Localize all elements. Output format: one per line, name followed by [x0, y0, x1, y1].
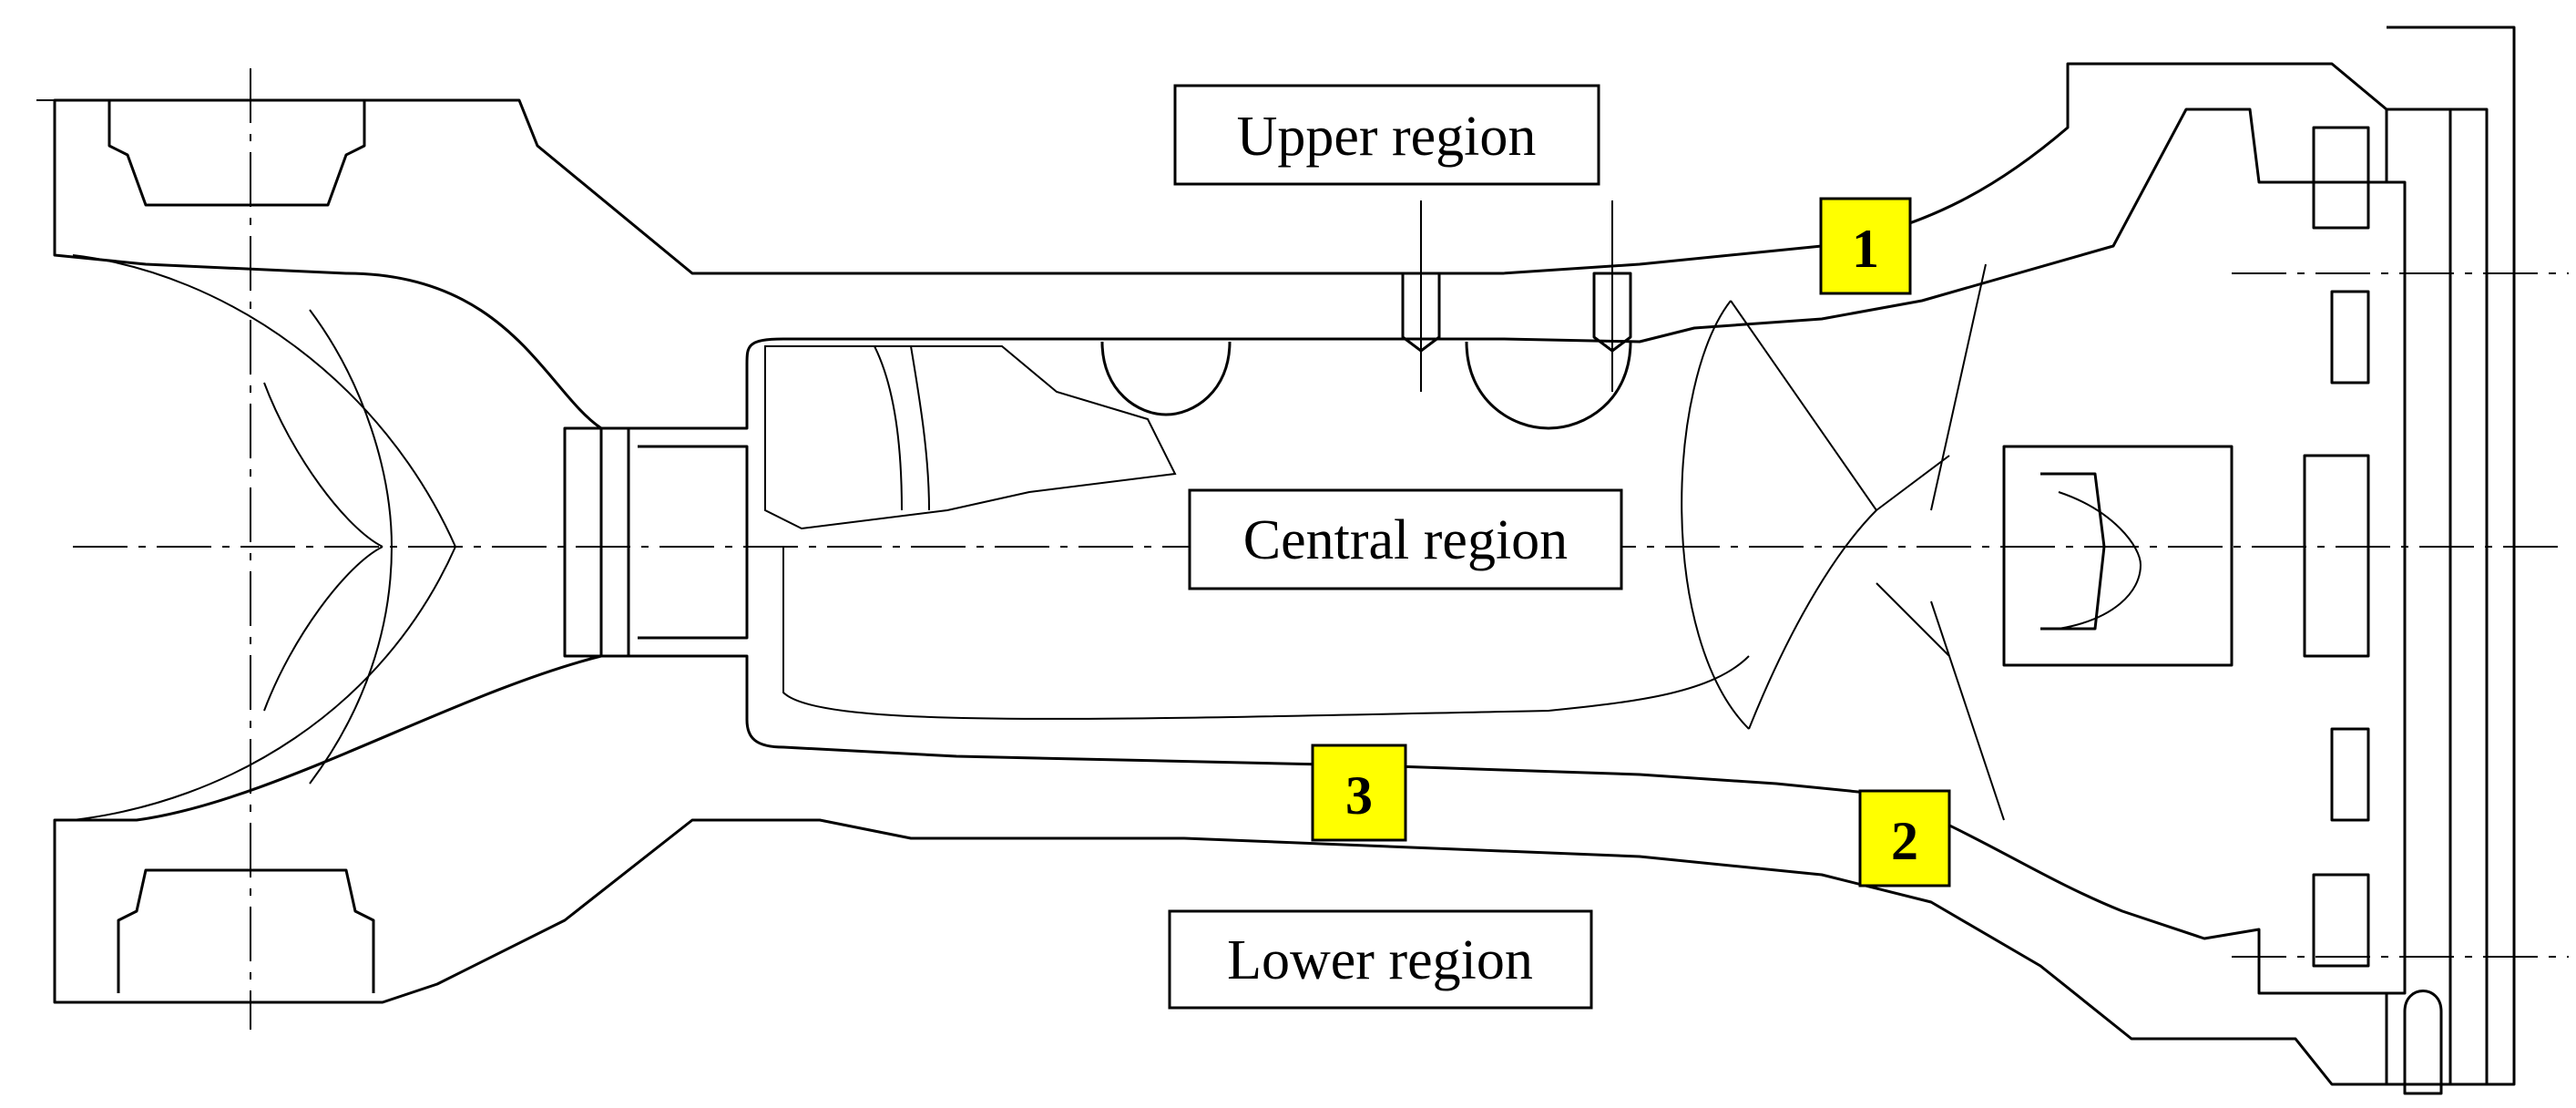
upper-bushing-recess — [107, 100, 366, 207]
svg-text:Lower region: Lower region — [1227, 929, 1533, 991]
flange-inner — [2303, 126, 2370, 968]
svg-text:2: 2 — [1891, 811, 1918, 871]
hub-block — [2002, 445, 2234, 667]
svg-text:Central region: Central region — [1243, 509, 1568, 571]
upper-region-label: Upper region — [1173, 84, 1600, 186]
svg-text:3: 3 — [1345, 765, 1373, 826]
inner-cavity-lines — [874, 345, 930, 511]
marker-3: 3 — [1311, 744, 1407, 842]
flange-section — [2385, 108, 2452, 1086]
upper-cutout-2 — [1465, 341, 1632, 430]
yoke-inner-contour — [72, 254, 457, 821]
inner-cavity-lower — [782, 547, 1750, 720]
bore-step — [563, 426, 749, 658]
marker-1: 1 — [1819, 197, 1912, 295]
marker-2: 2 — [1858, 789, 1951, 887]
upper-wall-section — [53, 62, 2388, 430]
yoke-inner-contour-3 — [263, 382, 383, 712]
lower-bushing-recess — [117, 868, 375, 993]
flange-outline — [2387, 26, 2516, 1086]
svg-text:1: 1 — [1852, 219, 1879, 279]
cavity-web — [1681, 263, 2005, 821]
flange-bolt — [2403, 990, 2443, 1095]
svg-text:Upper region: Upper region — [1237, 106, 1537, 168]
central-region-label: Central region — [1188, 488, 1623, 590]
lower-wall-section — [53, 654, 2388, 1086]
hub-detail — [2058, 491, 2142, 630]
upper-cutout-1 — [1100, 341, 1232, 416]
upper-bolt-hole-1 — [1401, 272, 1441, 353]
lower-region-label: Lower region — [1168, 909, 1593, 1010]
bolt-axes — [1420, 200, 1613, 392]
inner-cavity-outline — [764, 345, 1177, 530]
upper-bolt-hole-2 — [1592, 272, 1632, 353]
